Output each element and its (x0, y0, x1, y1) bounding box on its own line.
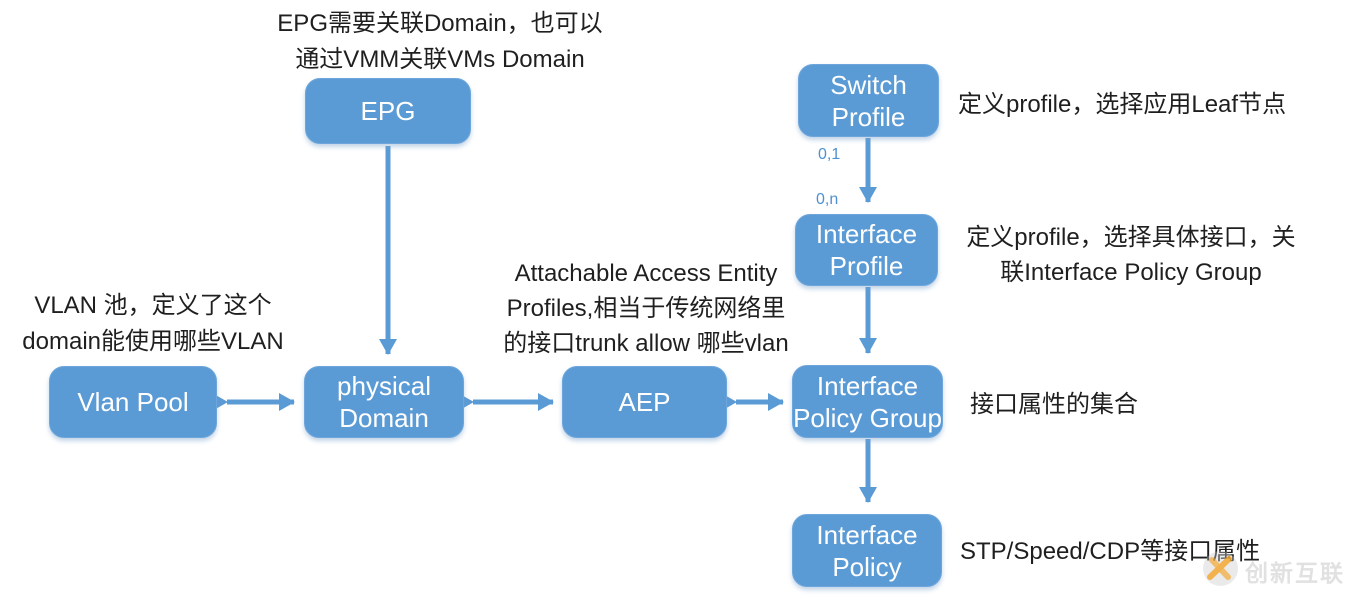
cardinality-label-lower: 0,n (816, 191, 839, 208)
node-interface-profile: Interface Profile (795, 214, 938, 286)
watermark-brand: 创新互联 (1245, 560, 1345, 586)
note-vlan-pool: VLAN 池，定义了这个 domain能使用哪些VLAN (22, 292, 284, 355)
node-aep: AEP (562, 366, 727, 438)
note-interface-policy-group: 接口属性的集合 (970, 391, 1138, 418)
note-aep: Attachable Access Entity Profiles,相当于传统网… (503, 260, 789, 357)
note-switch-profile: 定义profile，选择应用Leaf节点 (958, 91, 1287, 118)
node-interface-policy: Interface Policy (792, 514, 942, 587)
node-switch-profile: Switch Profile (798, 64, 939, 137)
cardinality-label-upper: 0,1 (818, 146, 841, 163)
note-epg: EPG需要关联Domain，也可以 通过VMM关联VMs Domain (277, 10, 603, 73)
node-epg: EPG (305, 78, 471, 144)
note-interface-profile: 定义profile，选择具体接口，关 联Interface Policy Gro… (966, 224, 1296, 286)
watermark: 创新互联 (1202, 550, 1345, 592)
node-vlan-pool: Vlan Pool (49, 366, 217, 438)
node-physical-domain: physical Domain (304, 366, 464, 438)
watermark-x-swoosh-icon (1202, 550, 1239, 592)
node-interface-policy-group: Interface Policy Group (792, 365, 943, 438)
